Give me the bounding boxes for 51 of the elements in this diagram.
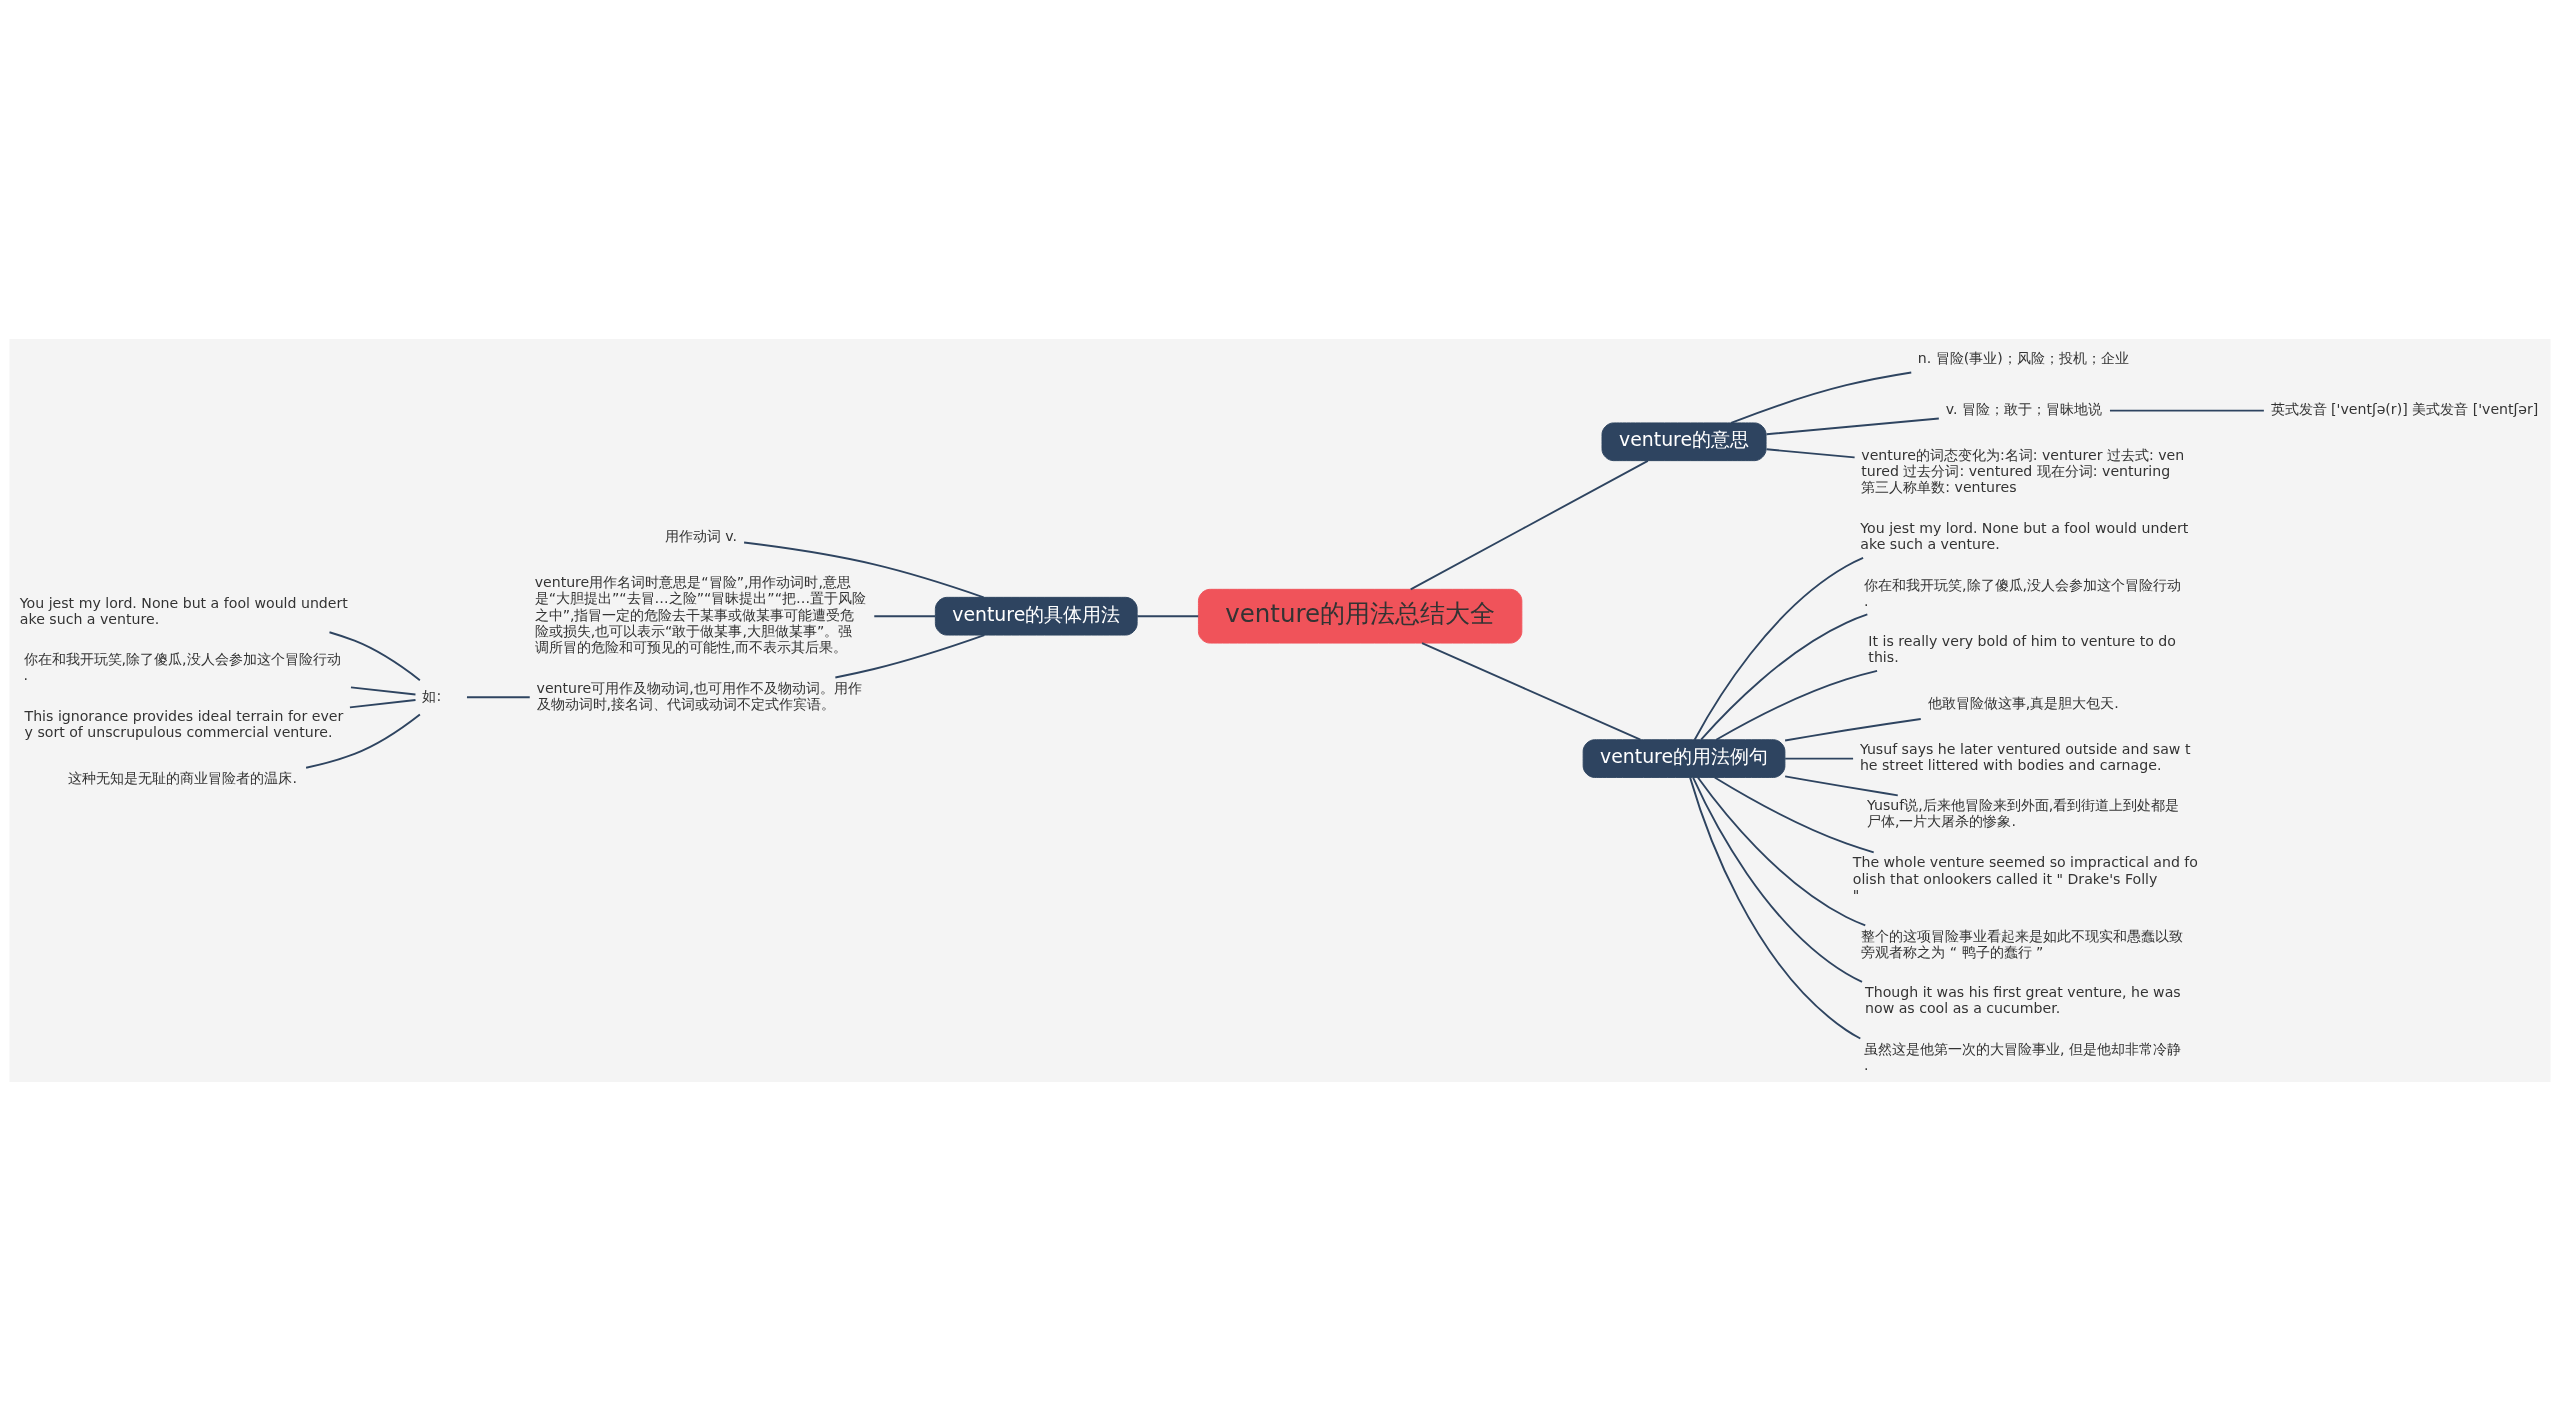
connector (1421, 642, 1642, 741)
connector (1784, 775, 1899, 797)
connector (1784, 718, 1922, 742)
node-text: venture用作名词时意思是“冒险”,用作动词时,意思是“大胆提出”“去冒…之险”“冒昧提出”“把…置于风险之中”,指冒一定的危险去干某事或做某事可能遭受危险或损失,也可以表示“敢于做某事,大胆做某事”。强调所冒的危险和可预见的可能性,而不表示其后果。 (534, 574, 867, 655)
connector (2109, 409, 2265, 412)
node-text: 这种无知是无耻的商业冒险者的温床. (68, 769, 297, 786)
node-text: 他敢冒险做这事,真是胆大包天. (1927, 695, 2119, 712)
node-text: This ignorance provides ideal terrain for every sort of unscrupulous commercial venture. (24, 707, 344, 740)
node-text: 如: (422, 687, 442, 704)
node-text: Though it was his first great venture, he was now as cool as a cucumber. (1865, 984, 2181, 1017)
connector (1693, 556, 1865, 741)
node-box: venture的具体用法 (934, 596, 1138, 636)
connector (1409, 459, 1649, 591)
node-text: venture的词态变化为:名词: venturer 过去式: ventured 过去分词: ventured 现在分词: venturing 第三人称单数: ventures (1861, 447, 2185, 496)
node-text: 虽然这是他第一次的大冒险事业, 但是他却非常冷静. (1864, 1040, 2182, 1073)
node-text: It is really very bold of him to venture to do this. (1868, 633, 2176, 666)
node-text: 你在和我开玩笑,除了傻瓜,没人会参加这个冒险行动. (23, 651, 341, 684)
connector (350, 686, 417, 696)
connector (1692, 776, 1863, 983)
node-text: 英式发音 ['ventʃə(r)] 美式发音 ['ventʃər] (2270, 400, 2539, 417)
connector (1730, 371, 1913, 424)
connector (1784, 757, 1855, 760)
connector (1765, 417, 1940, 436)
node-text: Yusuf说,后来他冒险来到外面,看到街道上到处都是尸体,一片大屠杀的惨象. (1866, 797, 2180, 830)
node-box: venture的用法总结大全 (1197, 588, 1523, 644)
connector (1697, 776, 1867, 927)
connector (1715, 669, 1878, 741)
connector (466, 696, 531, 699)
connector (1689, 776, 1862, 1040)
node-text: 你在和我开玩笑,除了傻瓜,没人会参加这个冒险行动. (1864, 576, 2182, 609)
node-text: 用作动词 v. (664, 528, 738, 545)
node-text: Yusuf says he later ventured outside and saw the street littered with bodies and carnage. (1859, 740, 2191, 773)
connector (1700, 613, 1869, 741)
node-text: You jest my lord. None but a fool would undertake such a venture. (1860, 520, 2189, 553)
node-text: v. 冒险；敢于；冒昧地说 (1945, 400, 2102, 417)
node-text: 整个的这项冒险事业看起来是如此不现实和愚蠢以致旁观者称之为 “ 鸭子的蠢行 ” (1861, 927, 2184, 960)
connector (1136, 615, 1200, 618)
node-text: The whole venture seemed so impractical and foolish that onlookers called it " Drake's Folly " (1852, 854, 2198, 903)
node-text: You jest my lord. None but a fool would undertake such a venture. (19, 594, 348, 627)
connector (305, 713, 421, 769)
connector (743, 541, 985, 599)
node-box: venture的用法例句 (1582, 739, 1786, 778)
connector (348, 699, 417, 709)
node-text: n. 冒险(事业)；风险；投机；企业 (1917, 350, 2129, 367)
connector (873, 615, 937, 618)
connector (834, 634, 986, 679)
connector (328, 631, 421, 682)
node-text: venture可用作及物动词,也可用作不及物动词。用作及物动词时,接名词、代词或动词不定式作宾语。 (536, 679, 862, 712)
node-box: venture的意思 (1601, 422, 1767, 462)
connector (1765, 448, 1856, 459)
connector (1713, 776, 1875, 854)
